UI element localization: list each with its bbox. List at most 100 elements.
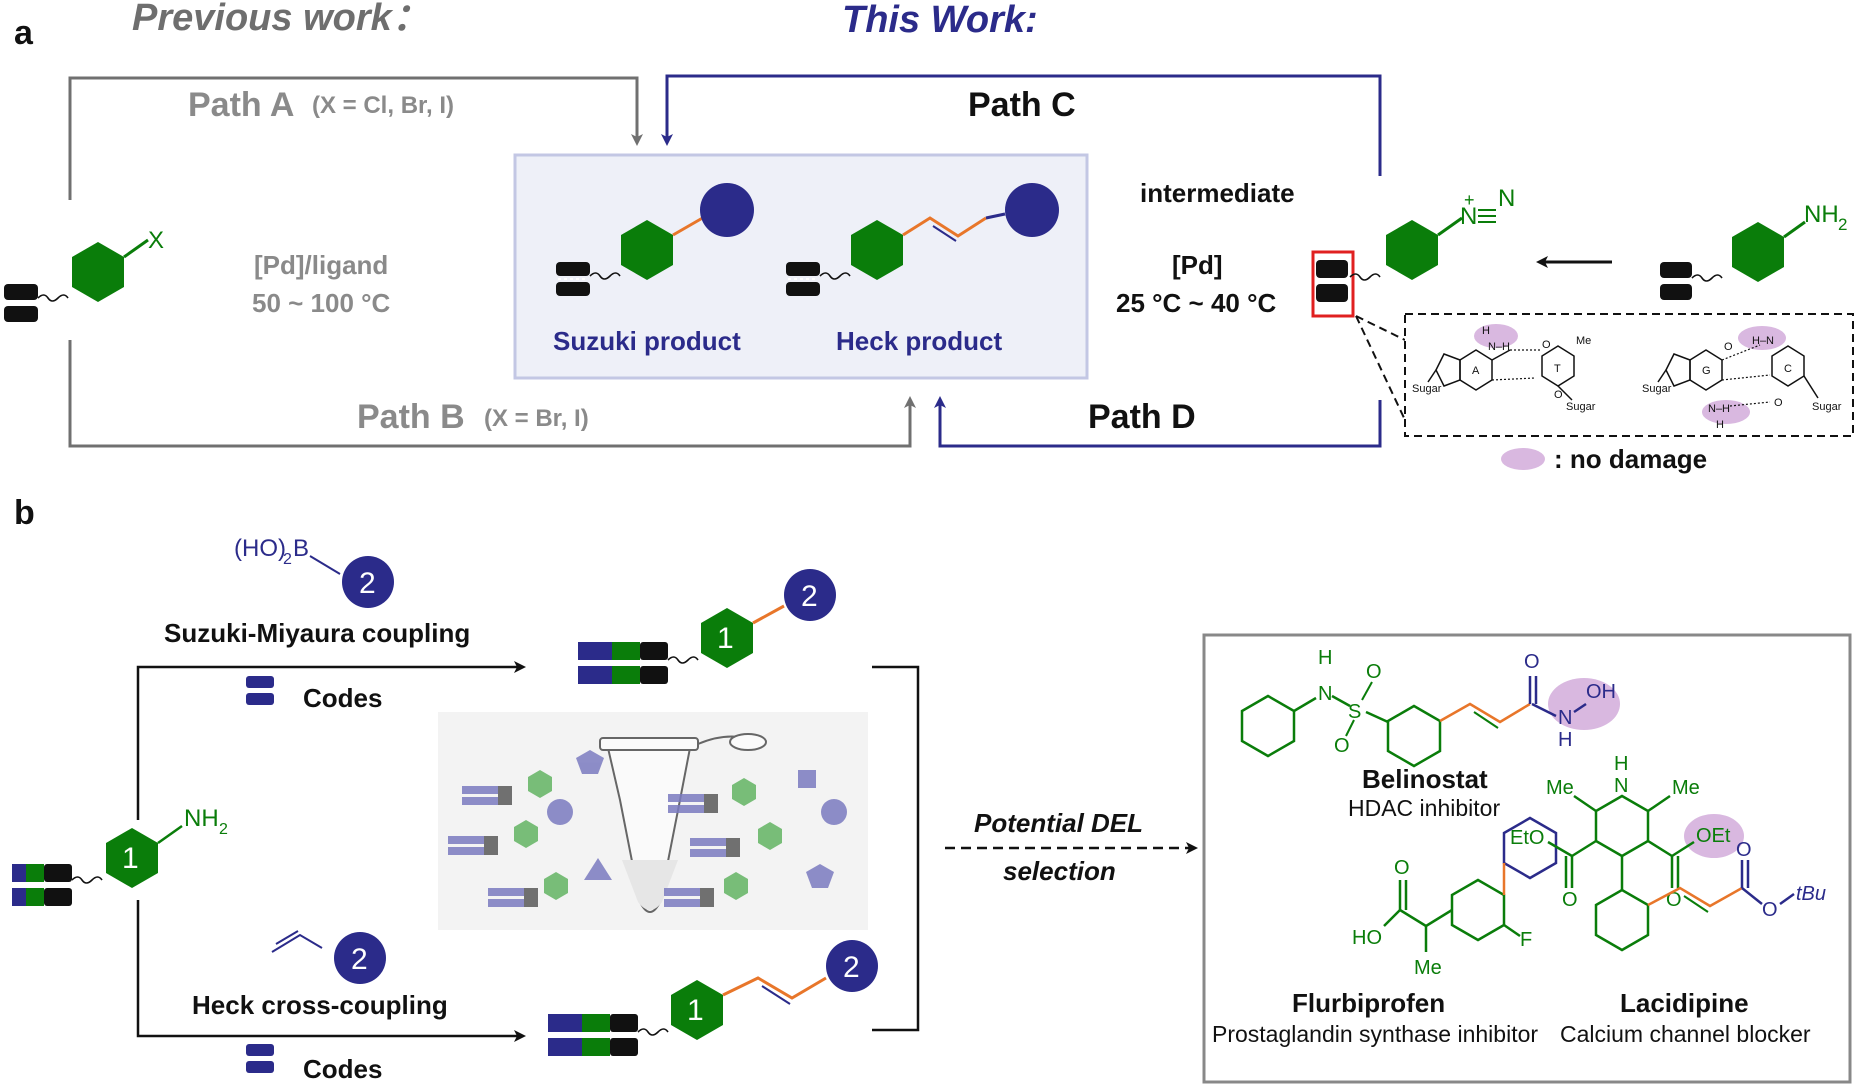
reagent-2-circle bbox=[342, 556, 394, 608]
callout-line bbox=[1355, 315, 1406, 341]
diazo-n2-label: N bbox=[1498, 185, 1515, 212]
atom-ho-label: HO bbox=[1352, 927, 1382, 949]
path-b-arrow bbox=[68, 340, 916, 448]
del-library-illustration bbox=[438, 712, 868, 930]
reagent-2-circle bbox=[784, 569, 836, 621]
atom-oh-label: OH bbox=[1586, 681, 1616, 703]
heck-product-structure bbox=[786, 183, 1059, 296]
panel-b-letter: b bbox=[14, 494, 35, 532]
x-substituent-label: X bbox=[148, 227, 164, 254]
intermediate-label: intermediate bbox=[1140, 178, 1295, 208]
suzuki-coupling-label: Suzuki-Miyaura coupling bbox=[164, 618, 470, 648]
path-a-conditions: (X = Cl, Br, I) bbox=[312, 92, 454, 119]
atom-eto-label: EtO bbox=[1510, 827, 1544, 849]
lacidipine-name: Lacidipine bbox=[1620, 988, 1749, 1018]
nh2-label: NH bbox=[1804, 201, 1839, 228]
base-pairs-structure: Sugar Sugar A T H N–H O O Me Sugar Sugar… bbox=[1412, 324, 1842, 431]
dna-highlight-box bbox=[1311, 250, 1355, 318]
path-a-arrow bbox=[68, 76, 643, 200]
codes-icon bbox=[246, 676, 274, 705]
previous-work-title: Previous work： bbox=[132, 0, 430, 39]
diazo-n1-label: N bbox=[1460, 203, 1477, 230]
h-label: H bbox=[1716, 419, 1724, 431]
no-damage-highlight bbox=[1702, 400, 1750, 424]
codes-icon bbox=[246, 1044, 274, 1073]
boronic-subscript: 2 bbox=[283, 551, 292, 568]
this-work-title: This Work: bbox=[842, 0, 1038, 41]
atom-o-label: O bbox=[1736, 839, 1752, 861]
sugar-label: Sugar bbox=[1812, 401, 1842, 413]
atom-s-label: S bbox=[1348, 701, 1361, 723]
atom-me-label: Me bbox=[1546, 777, 1574, 799]
atom-h-label: H bbox=[1614, 753, 1628, 775]
o-label: O bbox=[1724, 341, 1733, 353]
nh-label: N–H bbox=[1488, 341, 1510, 353]
path-a-label: Path A bbox=[188, 86, 294, 124]
green-hexagon-icon bbox=[72, 242, 124, 302]
path-c-label: Path C bbox=[968, 86, 1076, 124]
vinyl-reagent-structure: 2 bbox=[271, 930, 386, 984]
codes-label: Codes bbox=[303, 683, 382, 713]
potential-del-label: Potential DEL bbox=[974, 808, 1143, 838]
atom-o-label: O bbox=[1524, 651, 1540, 673]
reagent-2-number: 2 bbox=[351, 943, 368, 976]
flurbiprofen-description: Prostaglandin synthase inhibitor bbox=[1212, 1021, 1538, 1047]
no-damage-legend-label: : no damage bbox=[1554, 444, 1707, 474]
drugs-box bbox=[1202, 633, 1852, 1084]
nh2-label: NH bbox=[184, 805, 219, 832]
sugar-label: Sugar bbox=[1566, 401, 1596, 413]
building-block-1-number: 1 bbox=[717, 622, 734, 655]
temperature-this-work: 25 °C ~ 40 °C bbox=[1116, 288, 1276, 318]
path-b-conditions: (X = Br, I) bbox=[484, 405, 589, 432]
hn-label: H–N bbox=[1752, 335, 1774, 347]
belinostat-name: Belinostat bbox=[1362, 764, 1488, 794]
h-label: H bbox=[1482, 325, 1490, 337]
dna-tag-icon bbox=[4, 284, 38, 322]
boronic-ho-label: (HO) bbox=[234, 535, 286, 562]
pd-condition: [Pd] bbox=[1172, 250, 1223, 280]
heck-product-b-structure: 1 2 bbox=[548, 940, 878, 1056]
reagent-2-number: 2 bbox=[359, 567, 376, 600]
belinostat-description: HDAC inhibitor bbox=[1348, 795, 1500, 821]
atom-me-label: Me bbox=[1414, 957, 1442, 979]
reagent-2-circle bbox=[826, 940, 878, 992]
base-c-label: C bbox=[1784, 363, 1792, 375]
suzuki-product-structure bbox=[556, 183, 754, 296]
product-bracket bbox=[872, 665, 920, 1032]
starting-material-1-structure: 1 NH 2 bbox=[12, 805, 228, 906]
sugar-label: Sugar bbox=[1412, 383, 1442, 395]
base-a-label: A bbox=[1472, 365, 1480, 377]
path-b-label: Path B bbox=[357, 398, 465, 436]
heck-reaction-arrow bbox=[136, 900, 526, 1042]
aryl-halide-structure: X bbox=[4, 227, 164, 322]
atom-o-label: O bbox=[1334, 735, 1350, 757]
selection-label: selection bbox=[1003, 856, 1116, 886]
atom-oet-label: OEt bbox=[1696, 825, 1731, 847]
no-damage-legend-swatch bbox=[1501, 448, 1545, 470]
base-g-label: G bbox=[1702, 365, 1711, 377]
me-label: Me bbox=[1576, 335, 1591, 347]
atom-o-label: O bbox=[1762, 899, 1778, 921]
path-d-arrow bbox=[934, 396, 1382, 448]
atom-tbu-label: tBu bbox=[1796, 883, 1826, 905]
atom-n-label: N bbox=[1614, 775, 1628, 797]
base-t-label: T bbox=[1554, 363, 1561, 375]
reagent-2-number: 2 bbox=[843, 951, 860, 984]
heck-product-label: Heck product bbox=[836, 326, 1002, 356]
atom-o-label: O bbox=[1394, 857, 1410, 879]
boronic-b-label: B bbox=[293, 535, 309, 562]
o-label: O bbox=[1542, 339, 1551, 351]
o-label: O bbox=[1554, 389, 1563, 401]
blue-circle-icon bbox=[700, 183, 754, 237]
atom-o-label: O bbox=[1562, 889, 1578, 911]
atom-n-label: N bbox=[1558, 707, 1572, 729]
aniline-structure: NH 2 bbox=[1660, 201, 1847, 300]
no-damage-highlight bbox=[1684, 814, 1744, 858]
atom-me-label: Me bbox=[1672, 777, 1700, 799]
atom-o-label: O bbox=[1366, 661, 1382, 683]
no-damage-highlight bbox=[1738, 326, 1786, 350]
heck-coupling-label: Heck cross-coupling bbox=[192, 990, 448, 1020]
path-c-arrow bbox=[661, 74, 1382, 176]
belinostat-structure: N H S O O O N H OH bbox=[1240, 647, 1620, 768]
